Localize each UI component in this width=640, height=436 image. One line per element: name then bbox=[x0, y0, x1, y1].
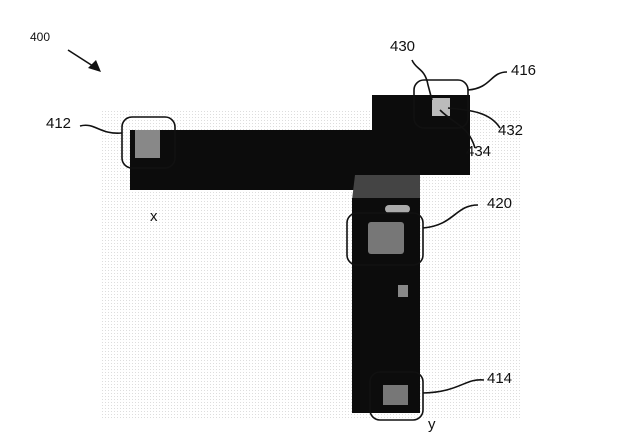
label-416: 416 bbox=[511, 62, 537, 79]
leader-430 bbox=[411, 59, 433, 101]
connector-pad bbox=[385, 205, 410, 213]
leader-416 bbox=[467, 71, 508, 91]
leader-412 bbox=[79, 124, 123, 134]
axis-x-label: x bbox=[150, 208, 158, 225]
label-432: 432 bbox=[498, 122, 524, 139]
display-420 bbox=[368, 222, 404, 254]
leader-434 bbox=[439, 109, 476, 149]
connector-section bbox=[352, 175, 420, 200]
label-414: 414 bbox=[487, 370, 513, 387]
sensor-414 bbox=[383, 385, 408, 405]
label-412: 412 bbox=[46, 115, 72, 132]
horizontal-arm bbox=[130, 130, 375, 190]
label-430: 430 bbox=[390, 38, 416, 55]
leader-420 bbox=[422, 204, 479, 229]
highlight-412 bbox=[121, 116, 176, 169]
leader-432 bbox=[447, 107, 501, 129]
highlight-414 bbox=[369, 371, 424, 421]
label-420: 420 bbox=[487, 195, 513, 212]
highlight-416 bbox=[413, 79, 469, 129]
sensor-412 bbox=[135, 130, 160, 158]
sensor-416 bbox=[432, 98, 450, 116]
leader-414 bbox=[422, 379, 485, 394]
label-434: 434 bbox=[466, 143, 492, 160]
top-right-block bbox=[372, 95, 470, 175]
axis-y-label: y bbox=[428, 416, 436, 433]
highlight-420 bbox=[346, 212, 424, 266]
component bbox=[398, 285, 408, 297]
arrowhead-icon bbox=[88, 60, 101, 72]
figure-number: 400 bbox=[30, 30, 51, 44]
